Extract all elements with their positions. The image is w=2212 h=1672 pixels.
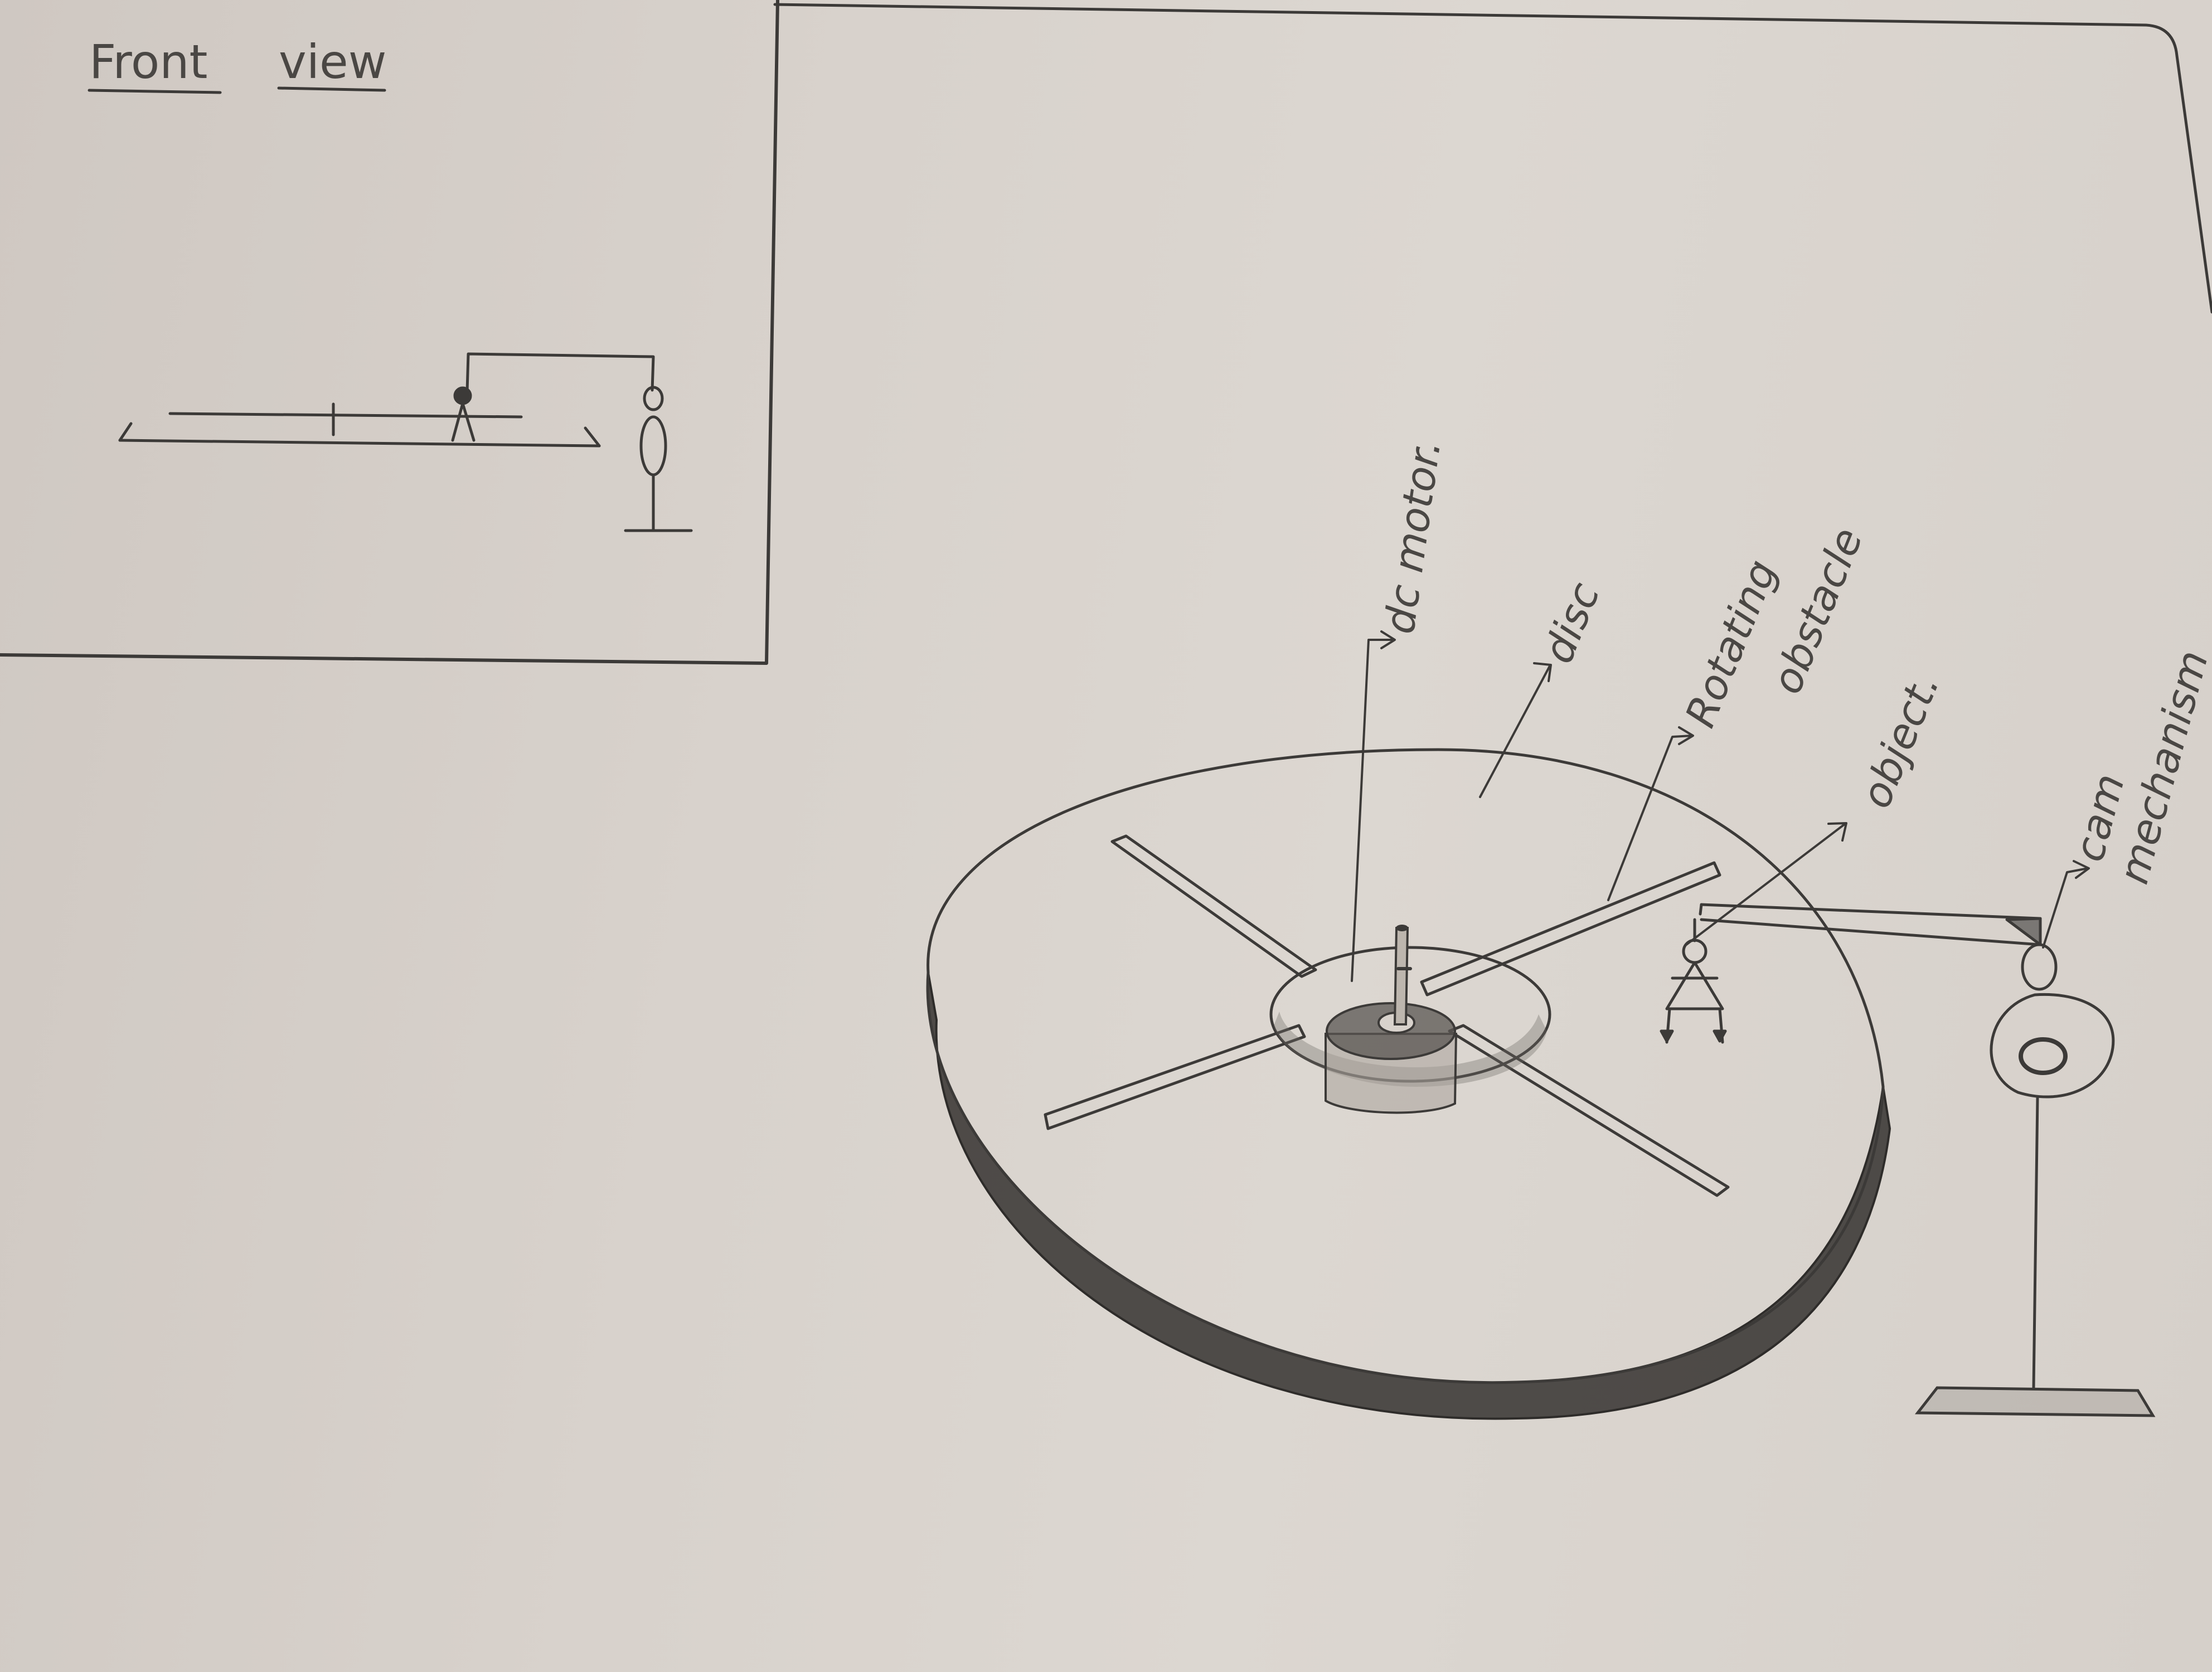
cam-arm [1700,905,2040,945]
inset-title-underline-1 [89,90,220,93]
sheet-border [775,4,2212,312]
cam-stand-base [1918,1388,2153,1416]
motor-hub [1271,925,1550,1112]
cam-center [2021,1039,2065,1073]
label-dc-motor: dc motor. [1376,437,1451,637]
label-disc: disc [1534,576,1609,669]
front-view-drawing [120,354,691,531]
front-view-inset: Front view [0,0,778,663]
label-rotating: Rotating [1676,553,1787,734]
cam-follower [2022,945,2056,989]
inset-frame [0,0,778,663]
inset-title-word-2: view [279,35,386,89]
motor-shaft [1395,928,1408,1024]
label-mechanism: mechanism [2109,645,2212,888]
main-drawing: dc motor. disc Rotating obstacle object.… [928,437,2212,1418]
cam-mechanism [1918,945,2153,1416]
inset-title-word-1: Front [89,35,207,89]
cam-profile [1991,994,2113,1097]
cam-stand-post [2034,1098,2038,1388]
label-object: object. [1852,667,1949,814]
label-obstacle: obstacle [1763,521,1873,700]
